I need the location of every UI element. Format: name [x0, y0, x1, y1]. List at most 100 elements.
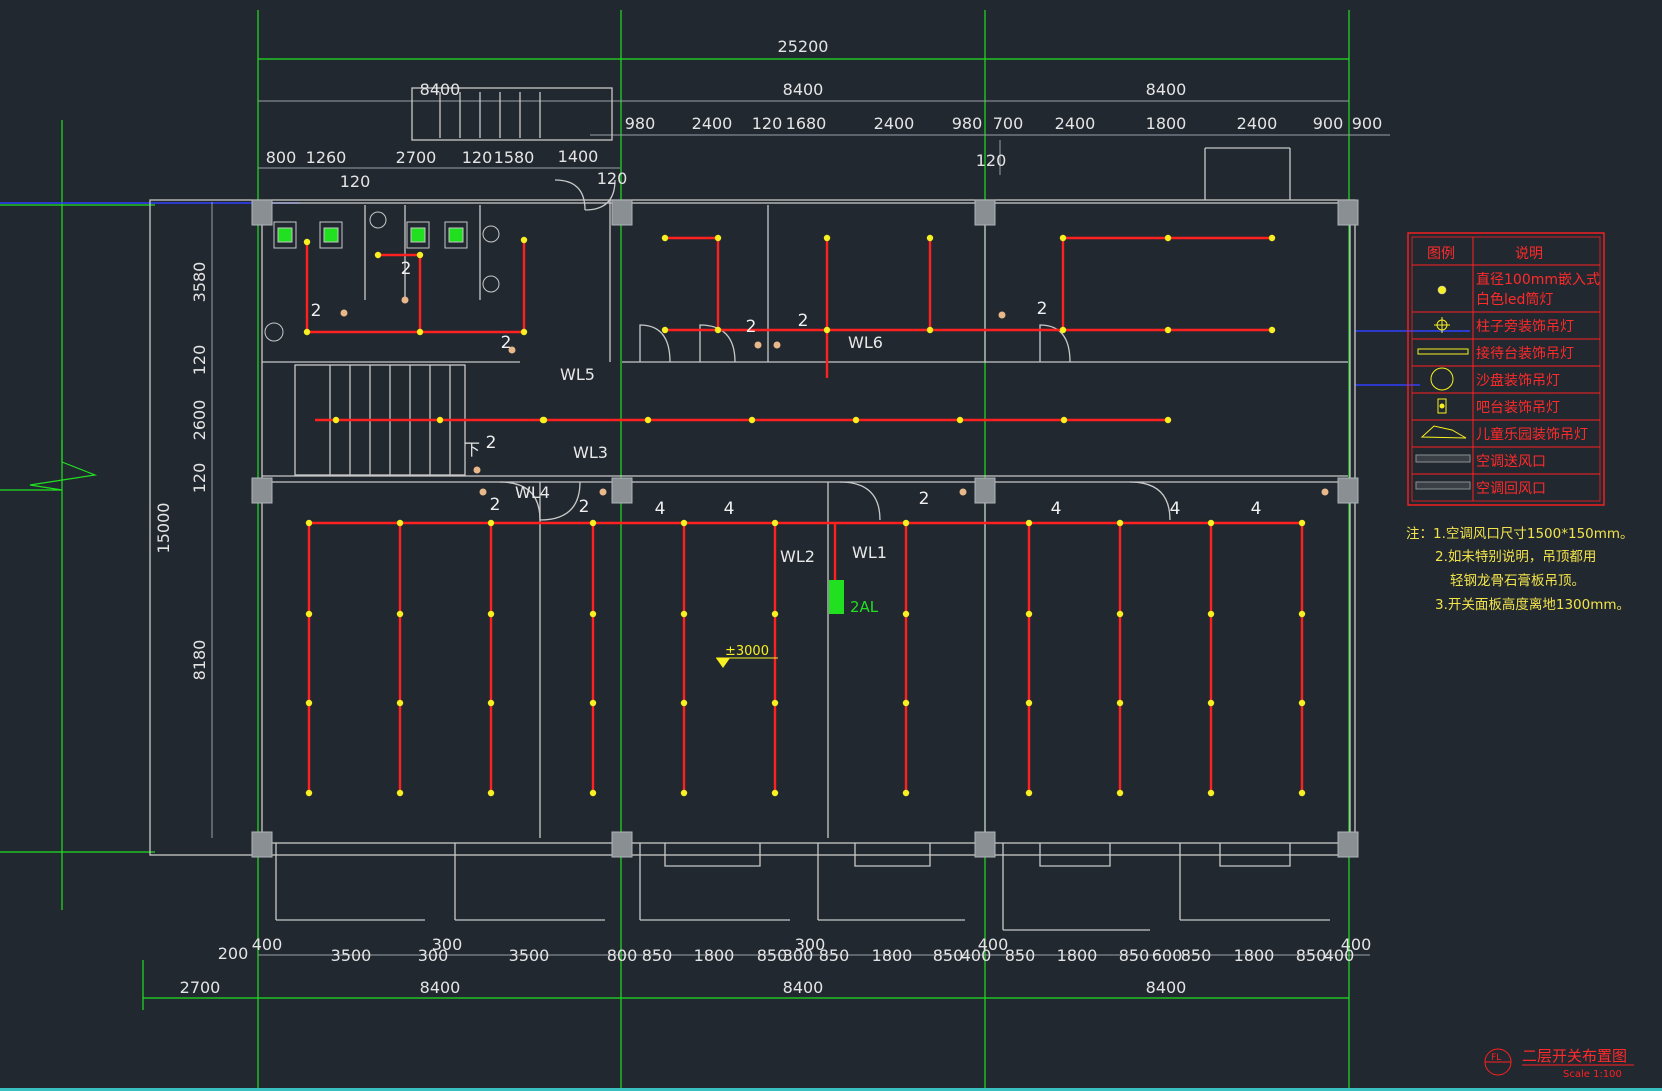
circuit-wl1: WL1 [852, 543, 887, 562]
ac-return-vent-icon [1415, 481, 1471, 490]
dim-bottom: 850 [1005, 946, 1036, 965]
note-line: 注：1.空调风口尺寸1500*150mm。 [1406, 526, 1634, 542]
dim-bottom: 300 [432, 935, 463, 954]
lighting-wiring [305, 236, 1304, 793]
dim-row2: 2400 [874, 114, 915, 133]
legend-desc: 儿童乐园装饰吊灯 [1476, 426, 1588, 443]
circuit-wl4: WL4 [515, 483, 550, 502]
legend-desc: 柱子旁装饰吊灯 [1476, 318, 1574, 335]
dim-overall-left: 15000 [154, 503, 173, 554]
dim-bottom: 850 [1119, 946, 1150, 965]
downlight-fixture [661, 326, 669, 334]
wire-count: 2 [486, 433, 497, 453]
dim-120: 120 [976, 151, 1007, 170]
switch-icon [773, 341, 781, 349]
wire-count: 2 [919, 489, 930, 509]
circuit-wl3: WL3 [573, 443, 608, 462]
downlight-fixture [680, 789, 688, 797]
downlight-fixture [396, 519, 404, 527]
downlight-fixture [1059, 326, 1067, 334]
note-line: 3.开关面板高度离地1300mm。 [1435, 596, 1630, 613]
downlight-fixture [396, 610, 404, 618]
elevation-marker: ±3000 [716, 644, 778, 668]
dim-bay-top: 8400 [1146, 80, 1187, 99]
wire-count: 4 [724, 499, 735, 519]
dim-bottom-left: 2700 [180, 978, 221, 997]
downlight-fixture [1164, 416, 1172, 424]
dim-bottom: 1800 [872, 946, 913, 965]
downlight-fixture [305, 699, 313, 707]
downlight-fixture [771, 789, 779, 797]
downlight-fixture [589, 789, 597, 797]
dim-row3: 1580 [494, 148, 535, 167]
downlight-fixture [771, 519, 779, 527]
dim-bottom: 1800 [1057, 946, 1098, 965]
dim-bottom: 850 [933, 946, 964, 965]
title-block: FL 二层开关布置图 Scale 1:100 [1484, 1047, 1634, 1080]
dim-bottom: 800 [607, 946, 638, 965]
dimension-lines [0, 10, 1350, 1088]
note-line: 轻钢龙骨石膏板吊顶。 [1450, 572, 1585, 589]
downlight-fixture [852, 416, 860, 424]
downlight-fixture [1298, 699, 1306, 707]
downlight-fixture [303, 328, 311, 336]
columns [251, 199, 1359, 858]
dim-120: 120 [340, 172, 371, 191]
downlight-fixture [823, 234, 831, 242]
downlight-fixture [926, 234, 934, 242]
notes-block: 注：1.空调风口尺寸1500*150mm。 2.如未特别说明，吊顶都用 轻钢龙骨… [1406, 526, 1634, 613]
playground-pendant-icon [1420, 425, 1467, 439]
downlight-fixture [1116, 699, 1124, 707]
dim-bottom: 400 [252, 935, 283, 954]
dim-bay-top: 8400 [420, 80, 461, 99]
dim-bottom: 600 [1152, 946, 1183, 965]
downlight-fixture [1025, 789, 1033, 797]
dim-bottom: 850 [819, 946, 850, 965]
legend-desc: 空调回风口 [1476, 481, 1546, 497]
dim-bottom: 1800 [1234, 946, 1275, 965]
switch-icon [754, 341, 762, 349]
wire-count: 2 [311, 301, 322, 321]
switch-icon [479, 488, 487, 496]
dim-bottom: 400 [978, 935, 1009, 954]
dim-bay-top: 8400 [783, 80, 824, 99]
dim-left-vertical: 2600 [190, 400, 209, 441]
panel-label: 2AL [850, 598, 879, 616]
downlight-fixture [487, 519, 495, 527]
dim-120: 120 [597, 169, 628, 188]
reception-pendant-icon [1417, 348, 1469, 355]
dim-row2: 980 [625, 114, 656, 133]
sandtable-pendant-icon [1430, 367, 1454, 391]
downlight-fixture [1116, 519, 1124, 527]
dim-row3: 800 [266, 148, 297, 167]
switch-icon [508, 346, 516, 354]
switch-icon [340, 309, 348, 317]
circuit-labels: WL1 WL2 WL3 WL4 WL5 WL6 [515, 333, 887, 566]
downlight-fixture [902, 699, 910, 707]
downlight-fixture [1298, 789, 1306, 797]
downlight-fixture [956, 416, 964, 424]
wire-counts: 2 2 2 2 2 2 2 2 2 2 4 4 4 4 4 下 [311, 259, 1262, 519]
distribution-panel[interactable] [829, 580, 844, 614]
downlight-fixture [1164, 234, 1172, 242]
dim-row2: 900 [1352, 114, 1383, 133]
dim-left-vertical: 120 [190, 463, 209, 494]
downlight-fixture [416, 251, 424, 259]
dim-bay-bottom: 8400 [1146, 978, 1187, 997]
legend-desc: 接待台装饰吊灯 [1476, 345, 1574, 362]
downlight-fixture [396, 699, 404, 707]
dim-row2: 900 [1313, 114, 1344, 133]
walls [149, 87, 1356, 931]
dim-bottom: 3500 [509, 946, 550, 965]
dimension-leaders [211, 100, 1390, 956]
wire-count: 2 [746, 317, 757, 337]
dim-bottom: 200 [218, 944, 249, 963]
legend-desc: 空调送风口 [1476, 454, 1546, 470]
downlight-fixture [1207, 610, 1215, 618]
wire-count: 4 [1251, 499, 1262, 519]
dim-row3: 1260 [306, 148, 347, 167]
circuit-wl5: WL5 [560, 365, 595, 384]
column-pendant-icon [1434, 317, 1450, 333]
